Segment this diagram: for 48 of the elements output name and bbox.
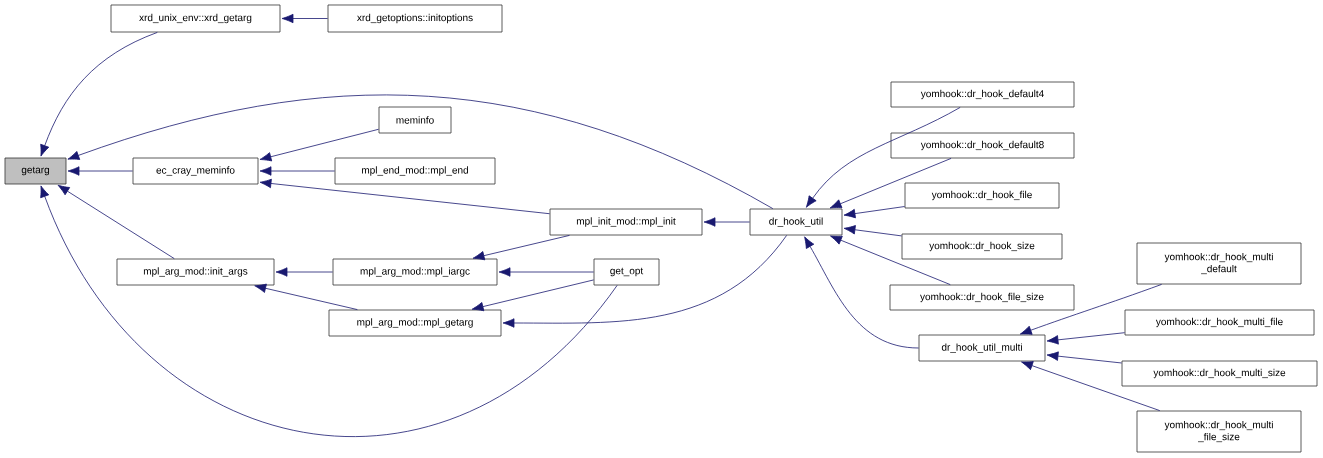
arrow — [805, 107, 961, 208]
arrow — [502, 235, 788, 328]
function-box: meminfo — [378, 106, 452, 134]
arrow — [830, 235, 951, 285]
function-box: mpl_arg_mod::init_args — [116, 258, 275, 286]
function-box: yomhook::dr_hook_file_size — [889, 284, 1075, 311]
function-box: xrd_unix_env::xrd_getarg — [110, 4, 281, 33]
arrow — [498, 267, 594, 277]
function-box: mpl_init_mod::mpl_init — [549, 208, 703, 236]
arrow — [829, 158, 952, 209]
arrow — [40, 185, 618, 437]
arrow — [1021, 361, 1161, 411]
function-box: yomhook::dr_hook_multi_size — [1121, 360, 1318, 387]
function-box: xrd_getoptions::initoptions — [327, 4, 503, 33]
function-box: yomhook::dr_hook_default4 — [890, 81, 1075, 108]
function-box: yomhook::dr_hook_default8 — [890, 132, 1075, 159]
arrow — [67, 94, 774, 209]
function-box: dr_hook_util — [749, 208, 843, 236]
function-box: yomhook::dr_hook_file — [904, 182, 1060, 209]
function-box: yomhook::dr_hook_multi _file_size — [1136, 410, 1302, 453]
arrow — [259, 128, 379, 162]
function-box: mpl_end_mod::mpl_end — [334, 157, 496, 185]
arrow — [254, 283, 358, 310]
function-box: yomhook::dr_hook_multi_file — [1124, 309, 1315, 336]
function-box: dr_hook_util_multi — [918, 334, 1046, 362]
arrow — [67, 166, 133, 176]
arrow — [1046, 351, 1122, 364]
arrow — [804, 236, 919, 349]
function-box: ec_cray_meminfo — [132, 157, 259, 185]
arrow — [275, 267, 333, 277]
function-box: getarg — [4, 157, 67, 185]
function-box: get_opt — [593, 258, 660, 286]
arrow — [472, 235, 570, 261]
arrow — [471, 279, 594, 312]
arrow — [1019, 284, 1162, 335]
arrow — [281, 13, 328, 24]
function-box: mpl_arg_mod::mpl_getarg — [328, 309, 502, 337]
arrow — [259, 178, 550, 215]
function-box: yomhook::dr_hook_size — [901, 233, 1063, 260]
arrow — [843, 225, 902, 237]
arrow — [1046, 332, 1125, 345]
arrow — [703, 217, 750, 227]
arrow — [843, 206, 905, 219]
arrow — [259, 166, 335, 176]
function-box: mpl_arg_mod::mpl_iargc — [332, 258, 498, 286]
arrow — [40, 32, 158, 157]
function-box: yomhook::dr_hook_multi _default — [1136, 242, 1302, 285]
arrow — [57, 184, 175, 259]
